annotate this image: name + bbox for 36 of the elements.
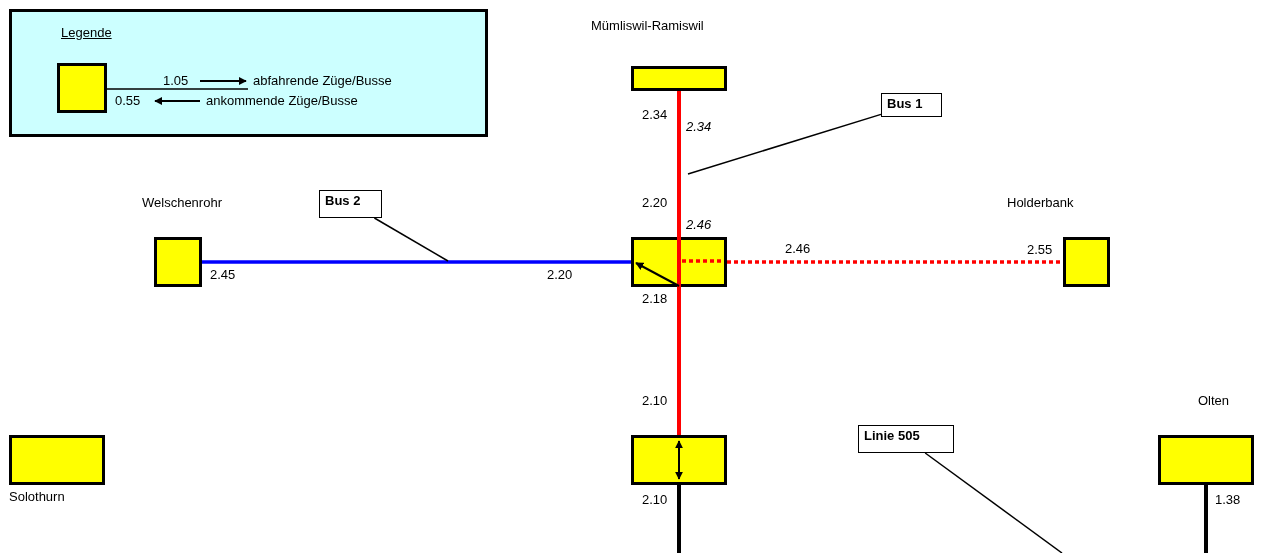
station-box [631,435,727,485]
time-label: 2.20 [642,195,668,210]
legend-text: ankommende Züge/Busse [206,93,358,108]
station-name: Mümliswil-Ramiswil [591,18,704,33]
station-name: Holderbank [1007,195,1074,210]
line-tag: Linie 505 [858,425,954,453]
time-label: 2.10 [642,393,668,408]
route-line [677,287,681,435]
time-label: 2.46 [686,217,712,232]
time-label: 1.38 [1215,492,1241,507]
leader-line [373,217,449,262]
route-line [677,485,681,553]
line-tag: Bus 2 [319,190,382,218]
route-line [202,260,631,264]
station-name: Solothurn [9,489,65,504]
time-label: 2.10 [642,492,668,507]
leader-line [924,452,1063,553]
station-name: Olten [1198,393,1230,408]
time-label: 1.05 [163,73,189,88]
station-name: Welschenrohr [142,195,222,210]
route-line [727,260,1063,264]
line-tag: Bus 1 [881,93,942,117]
legend-text: abfahrende Züge/Busse [253,73,392,88]
time-label: 2.20 [547,267,573,282]
time-label: 0.55 [115,93,141,108]
time-label: 2.18 [642,291,668,306]
time-label: 2.45 [210,267,236,282]
legend-title: Legende [61,25,112,40]
route-line [677,91,681,237]
time-label: 2.34 [686,119,712,134]
time-label: 2.46 [785,241,811,256]
time-label: 2.34 [642,107,668,122]
station-box [631,237,727,287]
time-label: 2.55 [1027,242,1053,257]
route-line [1204,485,1208,553]
leader-line [687,113,882,175]
